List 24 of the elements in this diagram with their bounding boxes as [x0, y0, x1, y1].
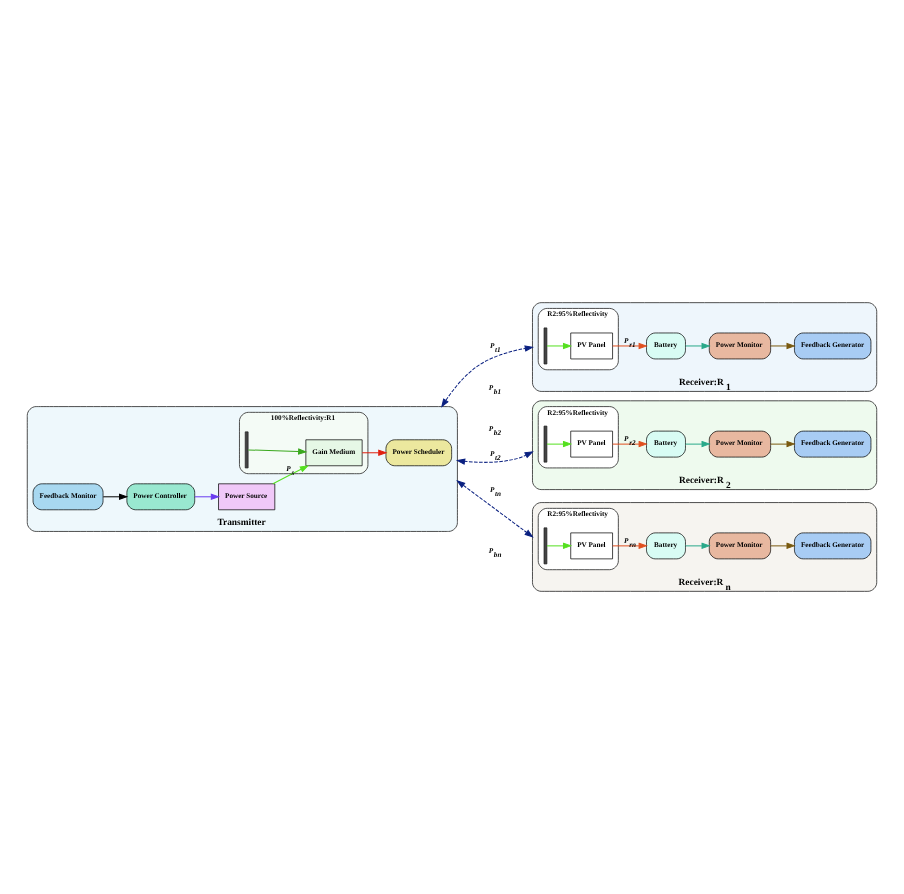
node-mirror — [244, 431, 249, 469]
arrow — [612, 440, 648, 448]
arrow — [770, 342, 796, 350]
arrow — [770, 542, 796, 550]
arrow — [546, 342, 573, 350]
arrow — [685, 542, 711, 550]
arrow — [546, 440, 573, 448]
arrow — [194, 493, 221, 501]
arrow — [247, 448, 308, 455]
arrow — [685, 440, 711, 448]
node-mirror — [543, 527, 548, 565]
arrow — [456, 480, 534, 538]
node-mirror — [543, 327, 548, 365]
arrow — [102, 493, 129, 501]
arrow — [685, 342, 711, 350]
arrow — [612, 342, 648, 350]
arrow — [441, 345, 534, 408]
arrow — [546, 542, 573, 550]
node-mirror — [543, 425, 548, 463]
arrow — [361, 449, 388, 456]
arrow — [455, 451, 534, 465]
arrow — [612, 542, 648, 550]
arrow — [770, 440, 796, 448]
arrow — [272, 465, 310, 485]
